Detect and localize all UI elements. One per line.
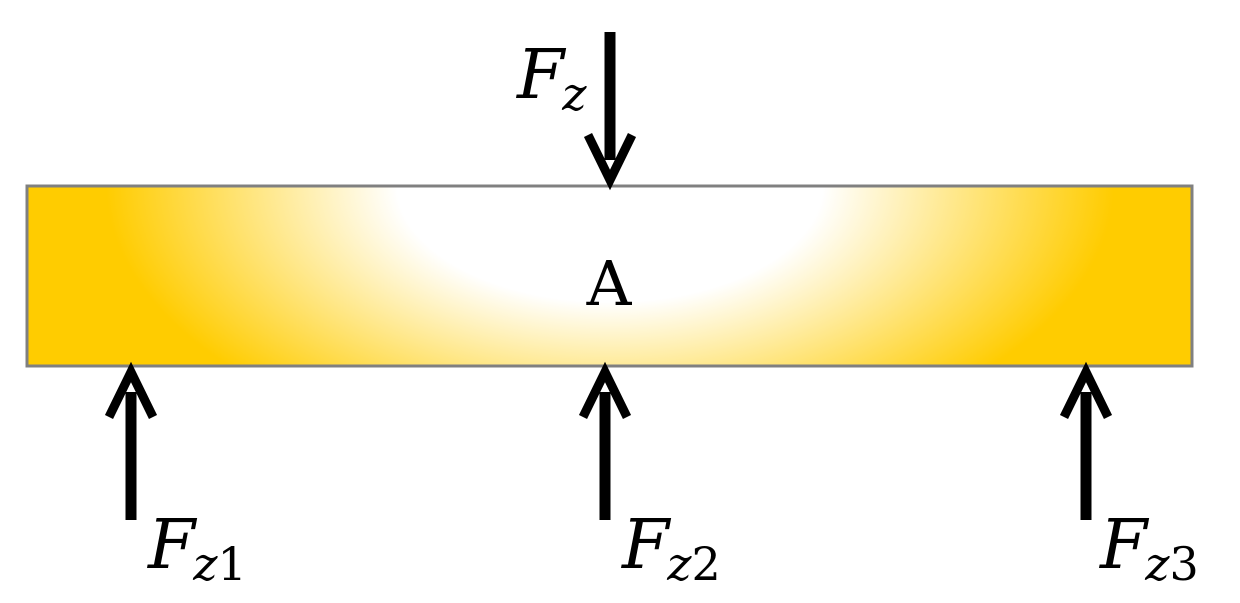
beam-body: [25, 184, 1194, 368]
applied-force-label: Fz: [515, 36, 587, 121]
applied-force-arrow: [583, 32, 637, 191]
reaction-force-1-label: Fz1: [146, 506, 247, 591]
reaction-force-3-label: Fz3: [1098, 506, 1199, 591]
reaction-force-3-arrow: [1059, 361, 1113, 520]
reaction-force-2-label: Fz2: [620, 506, 721, 591]
body-label: A: [586, 247, 633, 320]
reaction-force-2-arrow: [578, 361, 632, 520]
reaction-force-1-arrow: [104, 361, 158, 520]
